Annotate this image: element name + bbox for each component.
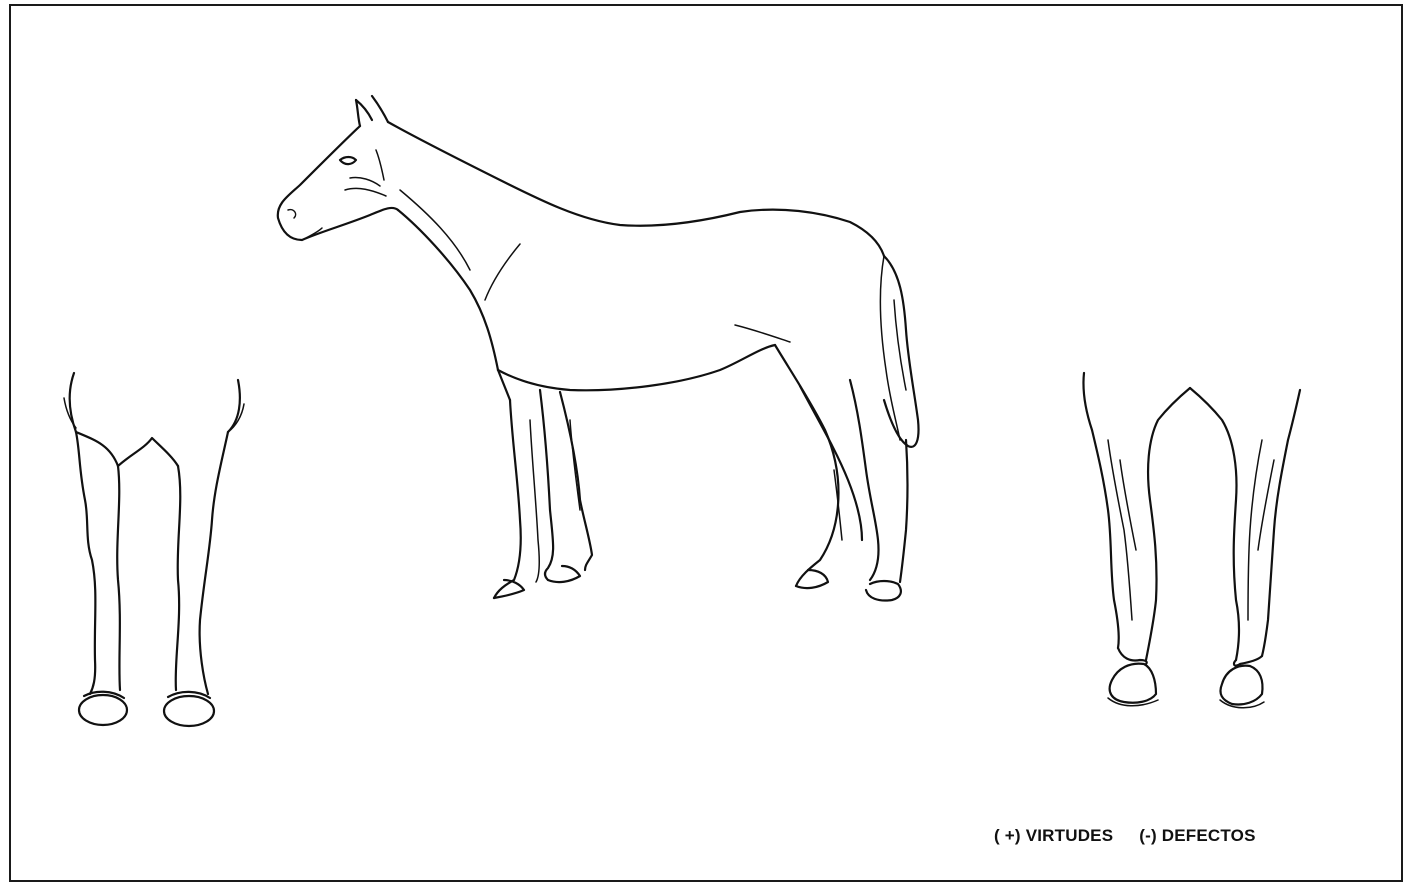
legend-defectos: (-) DEFECTOS — [1139, 826, 1255, 846]
legend: ( +) VIRTUDES (-) DEFECTOS — [994, 826, 1256, 846]
front-legs-view — [64, 373, 244, 726]
hind-legs-view — [1083, 373, 1300, 708]
horse-side-view — [278, 96, 919, 601]
legend-virtudes: ( +) VIRTUDES — [994, 826, 1113, 846]
